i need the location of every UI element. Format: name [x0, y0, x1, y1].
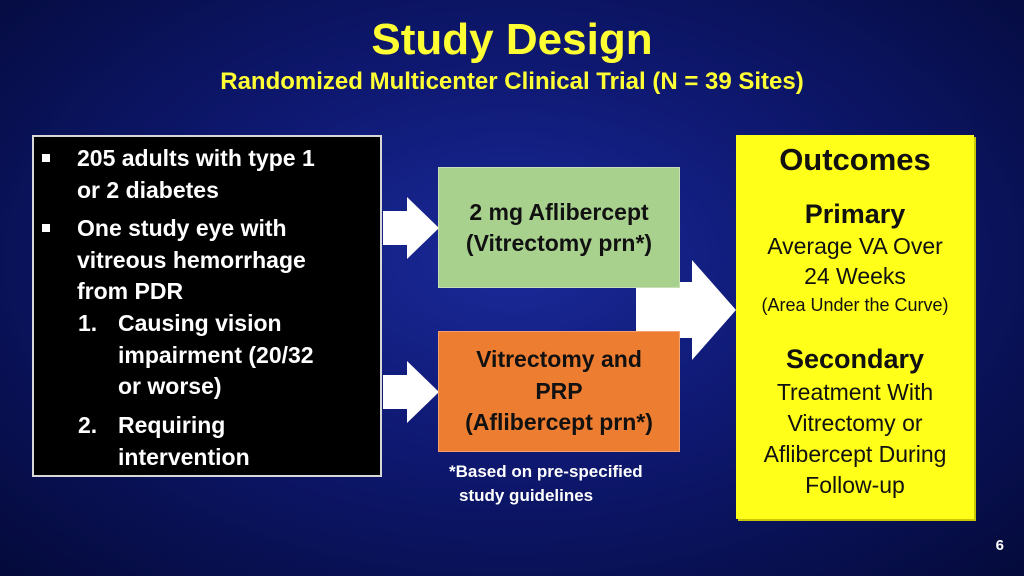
outcomes-box: Outcomes Primary Average VA Over 24 Week… — [736, 135, 974, 519]
primary-outcome-label: Primary — [804, 199, 906, 229]
arrow-to-arm2-icon — [383, 361, 439, 423]
secondary-outcome-line-3: Aflibercept During — [763, 441, 947, 467]
bullet-square-icon — [42, 224, 50, 232]
arrow-to-arm1-icon — [383, 197, 439, 259]
numbered-item-2-text: Requiring intervention — [118, 412, 250, 470]
eligibility-box: 205 adults with type 1 or 2 diabetes One… — [32, 135, 382, 477]
bullet-study-eye-text: One study eye with vitreous hemorrhage f… — [77, 215, 306, 304]
secondary-outcome-line-4: Follow-up — [805, 472, 905, 498]
footnote: *Based on pre-specified study guidelines — [449, 462, 643, 505]
slide-title: Study Design — [371, 15, 653, 64]
numbered-item-1-text: Causing vision impairment (20/32 or wors… — [118, 310, 314, 399]
page-number: 6 — [995, 537, 1004, 554]
secondary-outcome-label: Secondary — [785, 344, 925, 374]
secondary-outcome-line-1: Treatment With — [776, 379, 934, 405]
bullet-participants-text: 205 adults with type 1 or 2 diabetes — [77, 145, 315, 203]
arm-vitrectomy-box: Vitrectomy and PRP (Aflibercept prn*) — [438, 331, 680, 452]
arm-aflibercept-box: 2 mg Aflibercept (Vitrectomy prn*) — [438, 167, 680, 288]
primary-outcome-line-2: 24 Weeks — [804, 263, 906, 289]
primary-outcome-line-1: Average VA Over — [767, 233, 943, 259]
numbered-item-2-number: 2. — [78, 412, 98, 438]
primary-outcome-note: (Area Under the Curve) — [761, 295, 949, 315]
bullet-square-icon — [42, 154, 50, 162]
slide-subtitle: Randomized Multicenter Clinical Trial (N… — [220, 68, 804, 95]
outcomes-heading: Outcomes — [779, 142, 931, 177]
secondary-outcome-line-2: Vitrectomy or — [787, 410, 923, 436]
numbered-item-1-number: 1. — [78, 310, 98, 336]
